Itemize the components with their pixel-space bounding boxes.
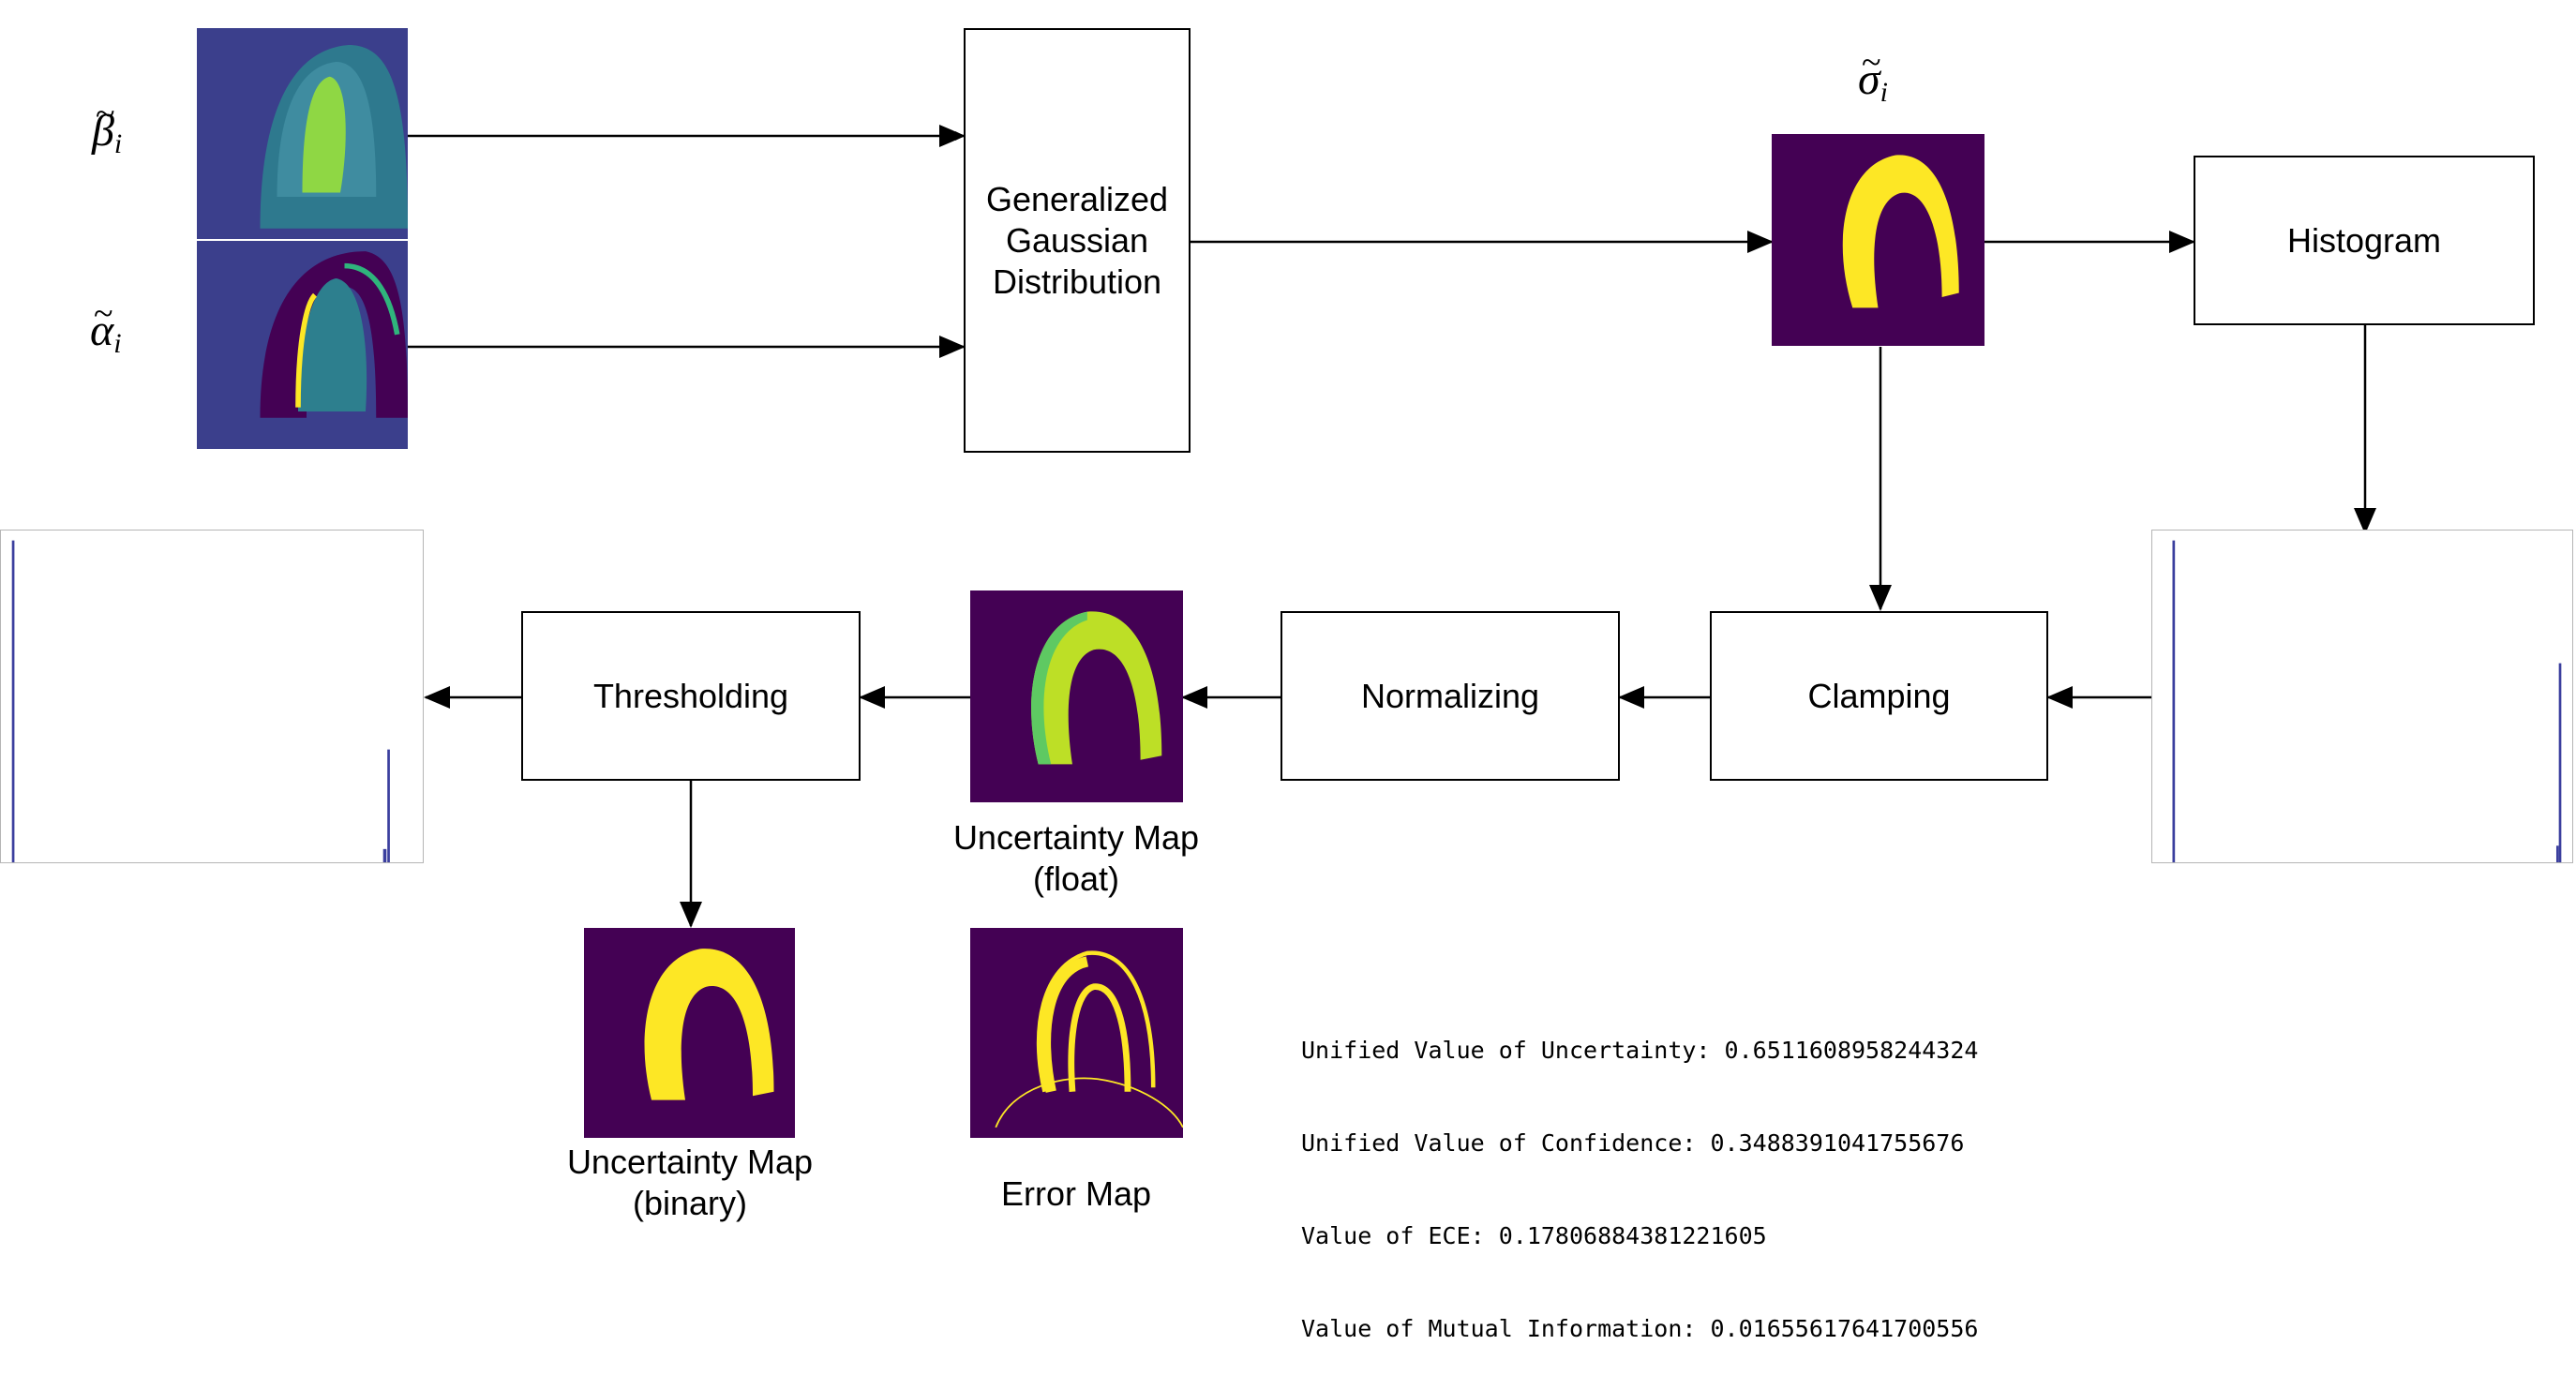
metric-confidence: Unified Value of Confidence: 0.348839104… — [1301, 1129, 1965, 1157]
alpha-map-image — [197, 241, 408, 449]
hist-bar-high — [387, 749, 390, 862]
arrowhead-left-hist — [424, 686, 450, 709]
uncertainty-float-map-image — [970, 590, 1183, 802]
beta-map-image — [197, 28, 408, 239]
arrowhead-clamping-right — [2046, 686, 2073, 709]
normalizing-box: Normalizing — [1281, 611, 1620, 781]
sigma-map-image — [1772, 134, 1984, 346]
clamping-box: Clamping — [1710, 611, 2048, 781]
hist-bar-low — [2172, 540, 2176, 862]
uncertainty-binary-map-image — [584, 928, 795, 1138]
arrowhead-histogram — [2169, 231, 2195, 253]
generalized-gaussian-box: Generalized Gaussian Distribution — [964, 28, 1191, 453]
flow-arrows — [408, 125, 2376, 928]
error-map-image — [970, 928, 1183, 1138]
thresholding-box: Thresholding — [521, 611, 861, 781]
alpha-symbol: ~αi — [90, 294, 122, 359]
sigma-symbol: ~σi — [1858, 43, 1889, 108]
hist-bar-high-small — [2555, 845, 2559, 862]
arrowhead-normalizing — [1618, 686, 1644, 709]
uncertainty-float-caption: Uncertainty Map (float) — [952, 818, 1200, 898]
arrowhead-ggd-bottom — [939, 336, 966, 358]
beta-symbol: ~βi — [92, 95, 123, 159]
arrowhead-hist-plot — [2354, 508, 2376, 534]
error-map-caption: Error Map — [1000, 1174, 1152, 1213]
histogram-box: Histogram — [2194, 156, 2535, 325]
arrowhead-ggd-top — [939, 125, 966, 147]
arrowhead-clamping-top — [1869, 585, 1892, 611]
metrics-text: Unified Value of Uncertainty: 0.65116089… — [1301, 973, 1978, 1375]
uncertainty-binary-caption: Uncertainty Map (binary) — [566, 1143, 814, 1222]
arrowhead-sigma — [1747, 231, 1774, 253]
hist-bar-high-small — [382, 848, 387, 862]
metric-mutual-information: Value of Mutual Information: 0.016556176… — [1301, 1315, 1979, 1342]
left-histogram-plot — [0, 530, 424, 863]
hist-bar-high — [2558, 663, 2562, 862]
arrowhead-thresholding — [859, 686, 885, 709]
right-histogram-plot — [2151, 530, 2573, 863]
arrowhead-float-map — [1181, 686, 1207, 709]
metric-ece: Value of ECE: 0.17806884381221605 — [1301, 1222, 1767, 1249]
arrowhead-binary-map — [680, 902, 702, 928]
hist-bar-low — [11, 540, 15, 862]
metric-uncertainty: Unified Value of Uncertainty: 0.65116089… — [1301, 1037, 1979, 1064]
